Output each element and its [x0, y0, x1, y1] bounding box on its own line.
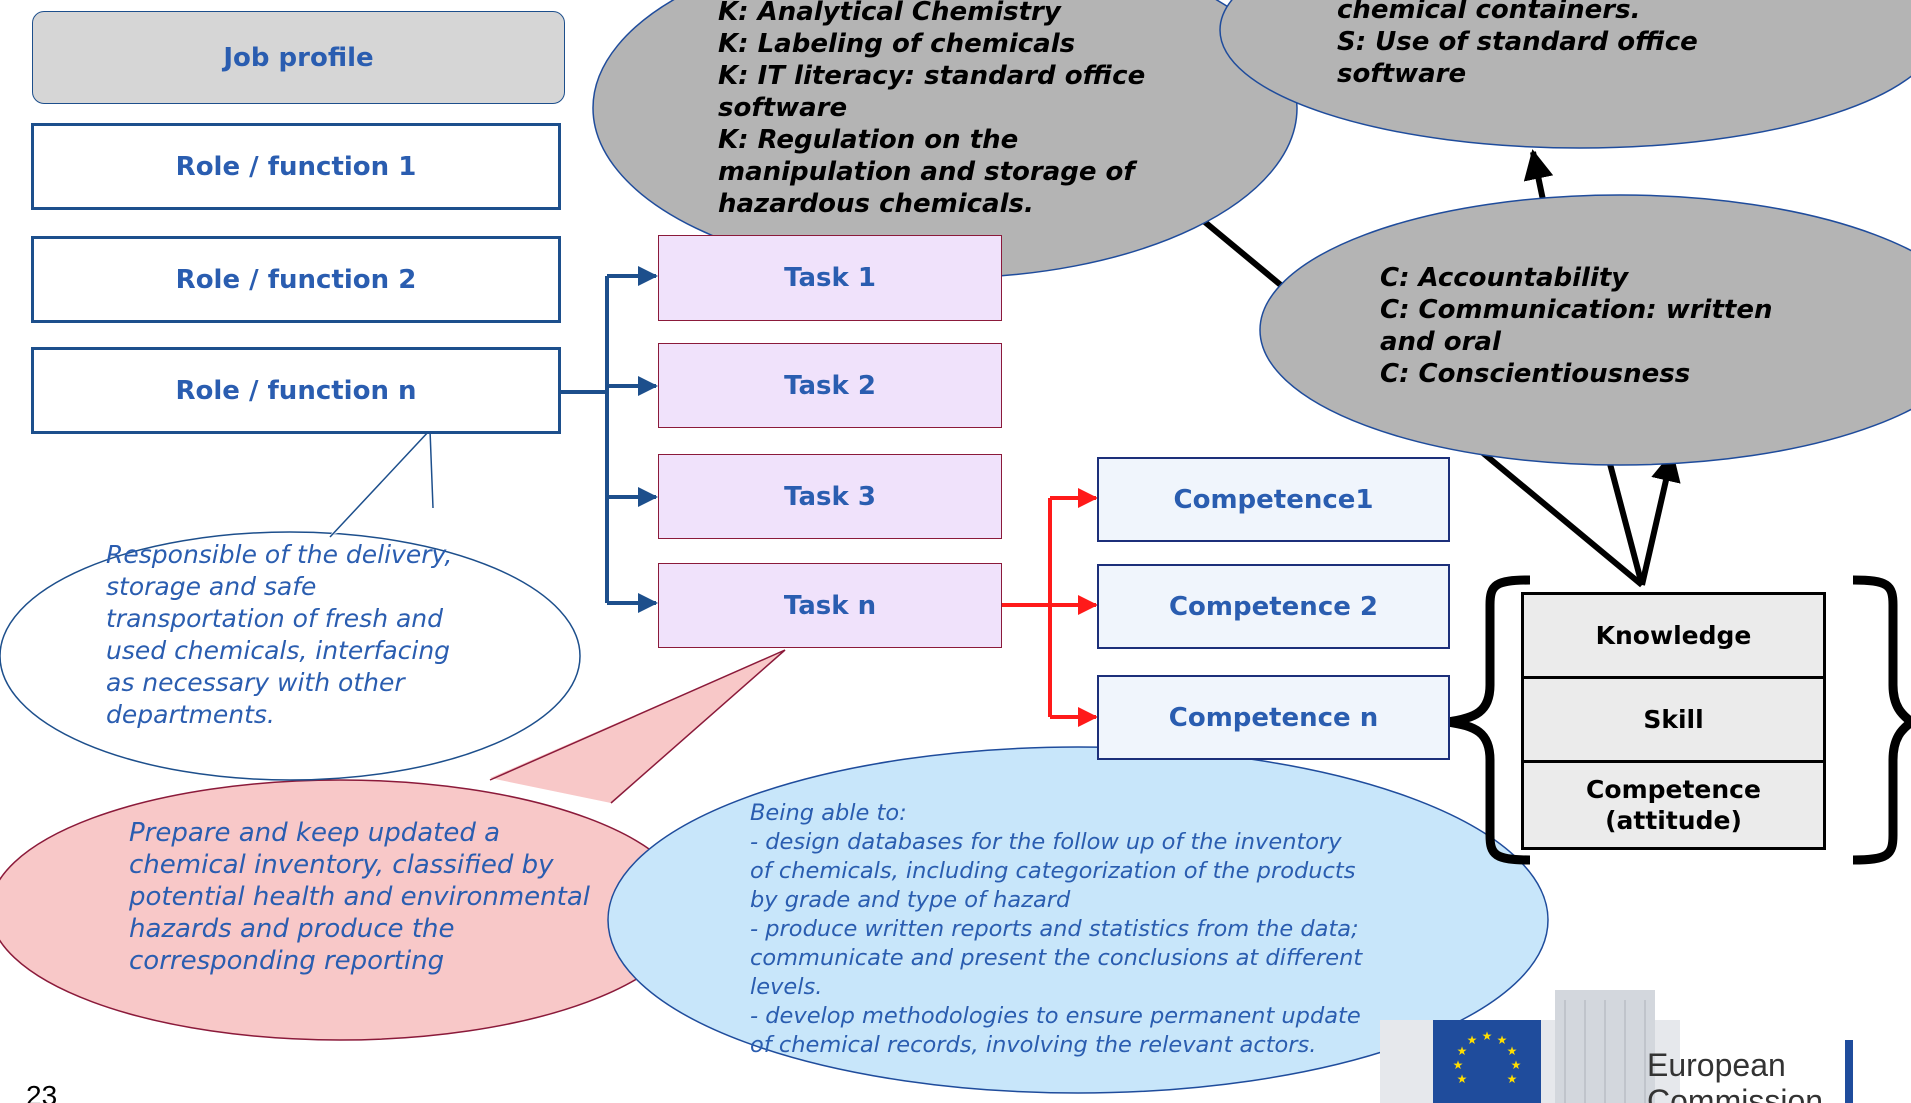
attitude-bubble: [1259, 194, 1911, 466]
competence-description-line: communicate and present the conclusions …: [750, 945, 1363, 971]
role-description-line: departments.: [106, 700, 275, 729]
svg-text:★: ★: [1507, 1072, 1518, 1086]
page-number: 23: [26, 1080, 58, 1103]
task-description-callout: [0, 649, 786, 1041]
svg-text:★: ★: [1497, 1033, 1508, 1047]
skill-bubble-text: chemical containers. S: Use of standard …: [1337, 0, 1698, 90]
competence-1: Competence1: [1097, 457, 1450, 542]
skill-line: software: [1337, 59, 1467, 89]
svg-text:★: ★: [1482, 1029, 1493, 1043]
task-competence-connector: [1002, 488, 1098, 727]
competence-description-line: - produce written reports and statistics…: [750, 916, 1359, 942]
skill-line: S: Use of standard office: [1337, 27, 1698, 57]
competence-description-line: levels.: [750, 974, 823, 1000]
knowledge-line: software: [718, 93, 848, 123]
knowledge-box: Knowledge: [1521, 592, 1826, 679]
competence-attitude-box: Competence (attitude): [1521, 760, 1826, 850]
task-description-line: potential health and environmental: [129, 882, 590, 912]
task-3: Task 3: [658, 454, 1002, 539]
knowledge-line: hazardous chemicals.: [718, 189, 1034, 219]
logo-text: European Commission: [1647, 1047, 1823, 1103]
eu-logo: ★ ★ ★ ★ ★ ★ ★ ★ ★: [1380, 990, 1853, 1103]
right-brace: [1852, 575, 1911, 726]
svg-text:★: ★: [1467, 1033, 1478, 1047]
role-function-2: Role / function 2: [31, 236, 561, 323]
competence-n: Competence n: [1097, 675, 1450, 760]
knowledge-line: K: Labeling of chemicals: [718, 29, 1076, 59]
competence-description-line: of chemicals, including categorization o…: [750, 858, 1356, 884]
attitude-line: C: Accountability: [1380, 263, 1629, 293]
competence-2: Competence 2: [1097, 564, 1450, 649]
skill-bubble: [1219, 0, 1911, 149]
svg-text:★: ★: [1457, 1044, 1468, 1058]
role-task-connector: [560, 266, 658, 613]
competence-description-line: - develop methodologies to ensure perman…: [750, 1003, 1361, 1029]
attitude-line: C: Conscientiousness: [1380, 359, 1691, 389]
competence-description-line: Being able to:: [750, 800, 907, 826]
competence-description-line: - design databases for the follow up of …: [750, 829, 1342, 855]
task-description-line: hazards and produce the: [129, 914, 455, 944]
role-function-n: Role / function n: [31, 347, 561, 434]
role-function-1: Role / function 1: [31, 123, 561, 210]
knowledge-bubble-text: K: Analytical Chemistry K: Labeling of c…: [718, 0, 1145, 220]
competence-description-bubble: [607, 746, 1549, 1094]
role-description-line: storage and safe: [106, 572, 317, 601]
role-description-line: as necessary with other: [106, 668, 405, 697]
task-description-line: corresponding reporting: [129, 946, 445, 976]
role-description-text: Responsible of the delivery, storage and…: [106, 539, 452, 731]
competence-description-text: Being able to: - design databases for th…: [750, 799, 1362, 1060]
skill-line: chemical containers.: [1337, 0, 1641, 25]
svg-text:★: ★: [1457, 1072, 1468, 1086]
role-description-line: used chemicals, interfacing: [106, 636, 451, 665]
task-description-text: Prepare and keep updated a chemical inve…: [129, 817, 590, 977]
attitude-line: and oral: [1380, 327, 1501, 357]
task-n: Task n: [658, 563, 1002, 648]
svg-text:★: ★: [1453, 1058, 1464, 1072]
role-description-line: transportation of fresh and: [106, 604, 444, 633]
competence-description-line: of chemical records, involving the relev…: [750, 1032, 1317, 1058]
attitude-line: C: Communication: written: [1380, 295, 1773, 325]
left-brace: [1447, 575, 1531, 865]
task-description-line: chemical inventory, classified by: [129, 850, 554, 880]
eu-flag: [1433, 1020, 1541, 1103]
logo-line: European: [1647, 1047, 1786, 1083]
job-profile-box: Job profile: [32, 11, 565, 104]
svg-text:★: ★: [1511, 1058, 1522, 1072]
attitude-bubble-text: C: Accountability C: Communication: writ…: [1380, 262, 1772, 390]
svg-text:★: ★: [1507, 1044, 1518, 1058]
knowledge-line: K: Analytical Chemistry: [718, 0, 1061, 27]
knowledge-line: manipulation and storage of: [718, 157, 1135, 187]
role-description-line: Responsible of the delivery,: [106, 540, 453, 569]
knowledge-line: K: Regulation on the: [718, 125, 1019, 155]
logo-line: Commission: [1647, 1083, 1824, 1103]
competence-description-line: by grade and type of hazard: [750, 887, 1071, 913]
task-2: Task 2: [658, 343, 1002, 428]
role-description-callout: [0, 428, 581, 781]
task-1: Task 1: [658, 235, 1002, 321]
task-description-line: Prepare and keep updated a: [129, 818, 501, 848]
knowledge-line: K: IT literacy: standard office: [718, 61, 1146, 91]
skill-box: Skill: [1521, 676, 1826, 763]
